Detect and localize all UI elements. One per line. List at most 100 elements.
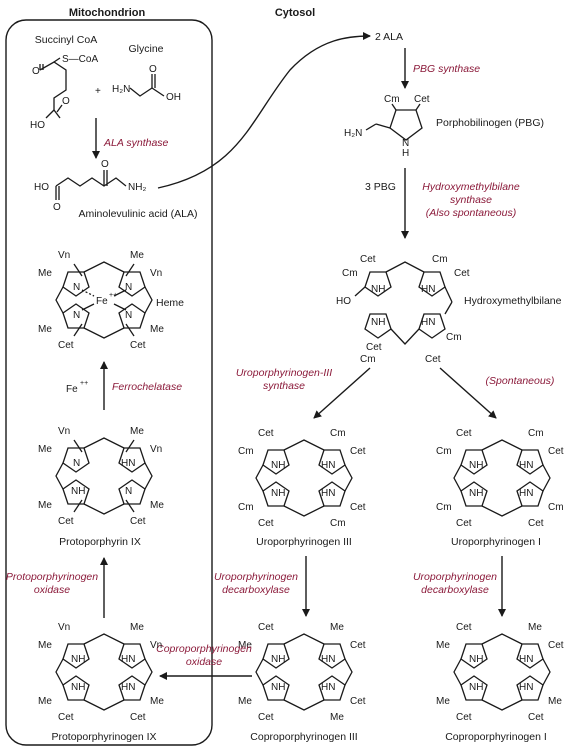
ala-nh2: NH₂ — [128, 182, 146, 193]
uro3-synthase-label-1: Uroporphyrinogen-III — [236, 367, 332, 379]
uro1-cet-2: Cet — [548, 446, 564, 457]
protogen-label: Protoporphyrinogen IX — [51, 731, 156, 743]
proto-label: Protoporphyrin IX — [59, 536, 141, 548]
uro1-cet-1: Cet — [456, 428, 472, 439]
hmb-cm-4: Cm — [446, 332, 462, 343]
ala-structure: HO O O NH₂ — [34, 159, 146, 213]
copro1-me-4: Me — [548, 696, 562, 707]
glycine-label: Glycine — [128, 43, 163, 55]
fe-reagent-charge: ++ — [80, 380, 88, 387]
heme-me-4: Me — [150, 324, 164, 335]
uro3-cm-4: Cm — [330, 518, 346, 529]
copro3-structure: NH HN NH HN Cet Me Me Cet Me Cet Cet Me — [238, 622, 366, 723]
glycine-h2n: H₂N — [112, 84, 130, 95]
uro1-structure: NH HN NH HN Cet Cm Cm Cet Cm Cet Cm Cet — [436, 428, 564, 529]
succinyl-coa-label: Succinyl CoA — [35, 34, 97, 46]
copro1-cet-4: Cet — [528, 712, 544, 723]
heme-fe: Fe — [96, 296, 108, 307]
uro3-cm-2: Cm — [330, 428, 346, 439]
ala-ho: HO — [34, 182, 49, 193]
glycine-oh: OH — [166, 92, 181, 103]
succinyl-coa-s-coa: S—CoA — [62, 54, 98, 65]
hmb-hn-2: HN — [421, 317, 435, 328]
proto-structure: N HN NH N Vn Me Me Vn Me Cet Me Cet — [38, 426, 164, 527]
uro1-cm-2: Cm — [528, 428, 544, 439]
uro3-cet-3: Cet — [258, 518, 274, 529]
protogen-nh-2: NH — [71, 682, 85, 693]
hmb-cm-2: Cm — [432, 254, 448, 265]
heme-cet-2: Cet — [130, 340, 146, 351]
proto-me-2: Me — [130, 426, 144, 437]
hmb-nh-2: NH — [371, 317, 385, 328]
uro3-cet-4: Cet — [350, 502, 366, 513]
proto-cet-2: Cet — [130, 516, 146, 527]
heme-n-3: N — [73, 310, 80, 321]
copro3-nh-2: NH — [271, 682, 285, 693]
uro1-label: Uroporphyrinogen I — [451, 536, 541, 548]
copro3-hn-1: HN — [321, 654, 335, 665]
heme-n-4: N — [125, 310, 132, 321]
uro1-cet-4: Cet — [528, 518, 544, 529]
copro-oxidase-label-2: oxidase — [186, 656, 222, 668]
copro1-me-1: Me — [436, 640, 450, 651]
spontaneous-arrow — [439, 367, 497, 419]
hmb-synthase-label-1: Hydroxymethylbilane — [422, 181, 520, 193]
pbg-label: Porphobilinogen (PBG) — [436, 117, 544, 129]
heme-n-1: N — [73, 282, 80, 293]
proto-me-1: Me — [38, 444, 52, 455]
heme-n-2: N — [125, 282, 132, 293]
uro-decarb-label-1a: Uroporphyrinogen — [413, 571, 497, 583]
spontaneous-label: (Spontaneous) — [486, 375, 555, 387]
hmb-cm-1: Cm — [342, 268, 358, 279]
ala-export-arrow — [157, 32, 371, 189]
pbg-h2n: H₂N — [344, 128, 362, 139]
hmb-cm-3: Cm — [360, 354, 376, 365]
glycine-o: O — [149, 64, 157, 75]
copro3-cet-3: Cet — [258, 712, 274, 723]
three-pbg-label: 3 PBG — [365, 181, 396, 193]
copro1-me-2: Me — [528, 622, 542, 633]
succinyl-coa-ho: HO — [30, 120, 45, 131]
copro-oxidase-label-1: Coproporphyrinogen — [156, 643, 252, 655]
ala-o-acid: O — [53, 202, 61, 213]
uro-decarb-label-3b: decarboxylase — [222, 584, 290, 596]
mitochondrion-compartment — [5, 19, 213, 746]
heme-vn-2: Vn — [150, 268, 162, 279]
copro3-nh-1: NH — [271, 654, 285, 665]
succinyl-coa-o1: O — [32, 66, 40, 77]
protogen-hn-1: HN — [121, 654, 135, 665]
copro3-me-3: Me — [238, 696, 252, 707]
ferrochelatase-label: Ferrochelatase — [112, 381, 182, 393]
uro1-cm-1: Cm — [436, 446, 452, 457]
copro3-cet-4: Cet — [350, 696, 366, 707]
succinyl-coa-o2: O — [62, 96, 70, 107]
hmb-synthase-label-3: (Also spontaneous) — [426, 207, 516, 219]
copro1-me-3: Me — [436, 696, 450, 707]
hmb-label: Hydroxymethylbilane — [464, 295, 562, 307]
ala-label: Aminolevulinic acid (ALA) — [78, 208, 197, 220]
proto-cet-1: Cet — [58, 516, 74, 527]
heme-me-1: Me — [38, 268, 52, 279]
copro1-label: Coproporphyrinogen I — [445, 731, 547, 743]
proto-n-2: N — [125, 486, 132, 497]
heme-me-3: Me — [38, 324, 52, 335]
copro1-cet-2: Cet — [548, 640, 564, 651]
proto-me-4: Me — [150, 500, 164, 511]
succinyl-coa-structure: S—CoA O HO O — [30, 54, 98, 131]
hmb-cet-3: Cet — [366, 342, 382, 353]
hmb-ho: HO — [336, 296, 351, 307]
copro1-cet-3: Cet — [456, 712, 472, 723]
protogen-cet-1: Cet — [58, 712, 74, 723]
uro3-synthase-arrow — [313, 367, 371, 419]
protogen-me-3: Me — [38, 696, 52, 707]
copro3-cet-1: Cet — [258, 622, 274, 633]
protogen-hn-2: HN — [121, 682, 135, 693]
copro3-me-2: Me — [330, 622, 344, 633]
proto-oxidase-label-1: Protoporphyrinogen — [6, 571, 98, 583]
uro3-cm-3: Cm — [238, 502, 254, 513]
copro3-label: Coproporphyrinogen III — [250, 731, 357, 743]
uro1-cet-3: Cet — [456, 518, 472, 529]
uro3-structure: NH HN NH HN Cet Cm Cm Cet Cm Cet Cet Cm — [238, 428, 366, 529]
